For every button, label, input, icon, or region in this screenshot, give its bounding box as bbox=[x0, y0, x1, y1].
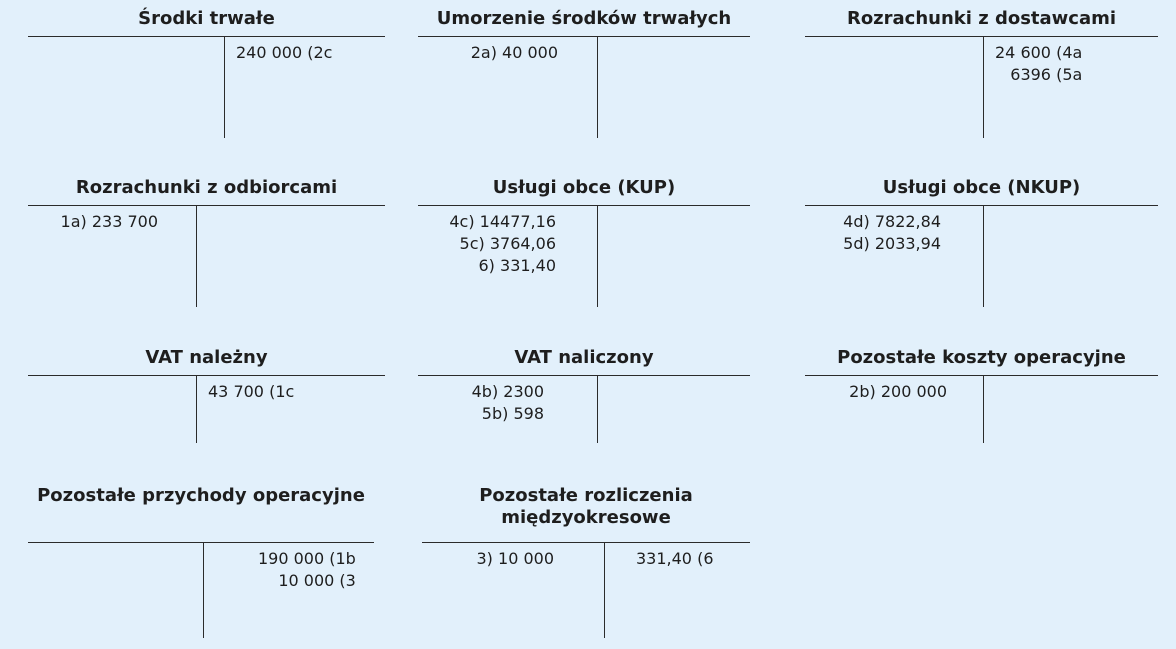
t-account-vertical-rule bbox=[983, 36, 984, 138]
t-account-pozostale-koszty-operacyjne: Pozostałe koszty operacyjne 2b) 200 000 bbox=[805, 347, 1158, 445]
t-account-horizontal-rule bbox=[28, 542, 374, 543]
t-account-horizontal-rule bbox=[805, 375, 1158, 376]
t-account-srodki-trwale: Środki trwałe 240 000 (2c bbox=[28, 8, 385, 140]
t-account-horizontal-rule bbox=[805, 205, 1158, 206]
account-title: Rozrachunki z odbiorcami bbox=[75, 177, 338, 198]
credit-entry: 43 700 (1c bbox=[208, 382, 295, 401]
account-title: Pozostałe koszty operacyjne bbox=[837, 347, 1126, 368]
debit-entry: 2b) 200 000 bbox=[849, 382, 947, 401]
debit-entry: 4b) 2300 bbox=[471, 382, 544, 401]
credit-entry: 6396 (5a bbox=[1010, 65, 1083, 84]
t-account-umorzenie-srodkow-trwalych: Umorzenie środków trwałych 2a) 40 000 bbox=[418, 8, 750, 140]
t-account-vertical-rule bbox=[597, 205, 598, 307]
t-account-pozostale-przychody-operacyjne: Pozostałe przychody operacyjne 190 000 (1… bbox=[28, 485, 374, 640]
t-account-vertical-rule bbox=[224, 36, 225, 138]
t-account-uslugi-obce-nkup: Usługi obce (NKUP) 4d) 7822,84 5d) 2033,94 bbox=[805, 177, 1158, 309]
debit-side: 4d) 7822,84 5d) 2033,94 bbox=[843, 211, 941, 255]
t-account-vertical-rule bbox=[196, 205, 197, 307]
credit-entry: 10 000 (3 bbox=[278, 571, 356, 590]
t-account-horizontal-rule bbox=[28, 36, 385, 37]
account-title: VAT należny bbox=[145, 347, 268, 368]
t-account-pozostale-rozliczenia-miedzyokresowe: Pozostałe rozliczenia międzyokresowe 3) 1… bbox=[422, 485, 750, 640]
t-account-horizontal-rule bbox=[418, 375, 750, 376]
account-title: Usługi obce (KUP) bbox=[492, 177, 676, 198]
debit-side: 4b) 2300 5b) 598 bbox=[472, 381, 544, 425]
debit-side: 2a) 40 000 bbox=[471, 42, 558, 64]
debit-side: 3) 10 000 bbox=[477, 548, 555, 570]
t-account-vertical-rule bbox=[597, 375, 598, 443]
credit-side: 331,40 (6 bbox=[636, 548, 714, 570]
debit-entry: 2a) 40 000 bbox=[470, 43, 558, 62]
account-title: Rozrachunki z dostawcami bbox=[846, 8, 1117, 29]
t-account-horizontal-rule bbox=[28, 375, 385, 376]
t-account-vertical-rule bbox=[604, 542, 605, 638]
t-account-horizontal-rule bbox=[28, 205, 385, 206]
debit-entry: 1a) 233 700 bbox=[60, 212, 158, 231]
credit-entry: 331,40 (6 bbox=[636, 549, 714, 568]
debit-entry: 5c) 3764,06 bbox=[459, 234, 556, 253]
debit-side: 4c) 14477,16 5c) 3764,06 6) 331,40 bbox=[449, 211, 556, 277]
t-account-horizontal-rule bbox=[418, 205, 750, 206]
debit-entry: 3) 10 000 bbox=[476, 549, 555, 568]
t-account-vertical-rule bbox=[196, 375, 197, 443]
debit-entry: 5d) 2033,94 bbox=[843, 234, 941, 253]
account-title: VAT naliczony bbox=[514, 347, 654, 368]
credit-side: 24 600 (4a 6396 (5a bbox=[995, 42, 1082, 86]
t-account-horizontal-rule bbox=[418, 36, 750, 37]
debit-entry: 5b) 598 bbox=[481, 404, 544, 423]
credit-side: 240 000 (2c bbox=[236, 42, 332, 64]
t-account-vertical-rule bbox=[597, 36, 598, 138]
t-account-rozrachunki-z-dostawcami: Rozrachunki z dostawcami 24 600 (4a 6396 (… bbox=[805, 8, 1158, 140]
debit-entry: 4d) 7822,84 bbox=[843, 212, 941, 231]
t-account-horizontal-rule bbox=[805, 36, 1158, 37]
t-account-rozrachunki-z-odbiorcami: Rozrachunki z odbiorcami 1a) 233 700 bbox=[28, 177, 385, 309]
t-account-vat-nalezny: VAT należny 43 700 (1c bbox=[28, 347, 385, 445]
credit-entry: 240 000 (2c bbox=[236, 43, 333, 62]
debit-entry: 4c) 14477,16 bbox=[449, 212, 556, 231]
t-account-horizontal-rule bbox=[422, 542, 750, 543]
account-title: Umorzenie środków trwałych bbox=[436, 8, 732, 29]
account-title: Usługi obce (NKUP) bbox=[882, 177, 1081, 198]
account-title: Środki trwałe bbox=[138, 8, 275, 29]
debit-side: 1a) 233 700 bbox=[61, 211, 158, 233]
t-account-vat-naliczony: VAT naliczony 4b) 2300 5b) 598 bbox=[418, 347, 750, 445]
account-title: Pozostałe rozliczenia międzyokresowe bbox=[479, 485, 693, 528]
credit-side: 43 700 (1c bbox=[208, 381, 294, 403]
t-account-uslugi-obce-kup: Usługi obce (KUP) 4c) 14477,16 5c) 3764,06… bbox=[418, 177, 750, 309]
account-title: Pozostałe przychody operacyjne bbox=[37, 485, 365, 506]
t-account-vertical-rule bbox=[983, 375, 984, 443]
credit-entry: 24 600 (4a bbox=[995, 43, 1083, 62]
debit-entry: 6) 331,40 bbox=[478, 256, 557, 275]
credit-entry: 190 000 (1b bbox=[258, 549, 356, 568]
t-account-vertical-rule bbox=[203, 542, 204, 638]
credit-side: 190 000 (1b 10 000 (3 bbox=[258, 548, 356, 592]
t-account-vertical-rule bbox=[983, 205, 984, 307]
debit-side: 2b) 200 000 bbox=[849, 381, 947, 403]
